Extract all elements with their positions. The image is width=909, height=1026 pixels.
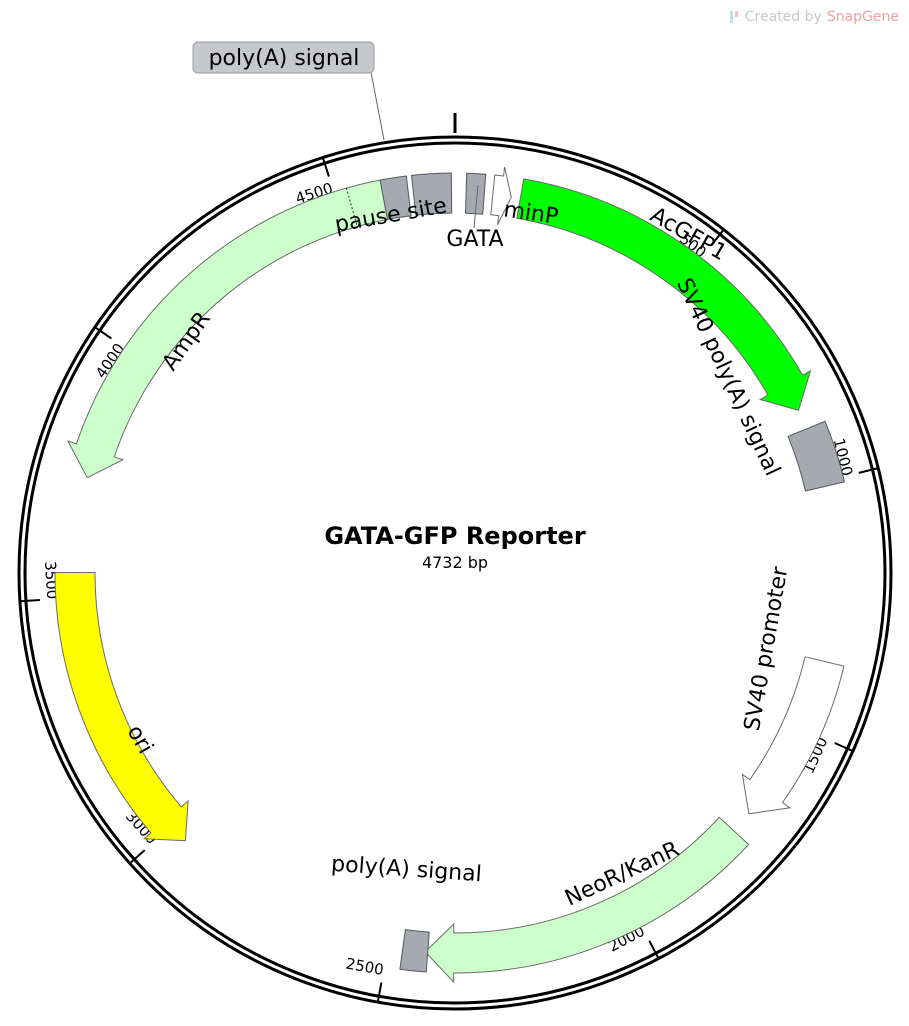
backbone-outer-ring (17, 135, 893, 1011)
tick-1500 (834, 742, 854, 753)
pause-site-box (379, 175, 412, 220)
sv40-promoter-label: SV40 promoter (740, 564, 794, 733)
tick-3000 (129, 849, 146, 865)
ori-arrow (54, 572, 189, 842)
polya-top-label: poly(A) signal (209, 46, 360, 71)
plasmid-size: 4732 bp (422, 553, 488, 572)
features (54, 166, 846, 984)
polya-top-callout (192, 41, 375, 74)
sv40-polya-box (787, 420, 846, 492)
ampr-signal-divider (345, 187, 358, 227)
gata-box (464, 172, 487, 215)
acgfp1-arrow (516, 178, 812, 412)
polya-box-bottom (399, 929, 430, 973)
label-leaders (370, 71, 479, 229)
plasmid-title: GATA-GFP Reporter (324, 522, 586, 550)
tick-1000 (858, 467, 879, 474)
polya-box-top (410, 172, 453, 216)
tick-2500 (376, 982, 383, 1003)
polya-bottom-label: poly(A) signal (330, 852, 482, 887)
tick-4000 (94, 326, 112, 340)
gata-label: GATA (446, 227, 503, 252)
tick-2000 (648, 940, 660, 959)
watermark-prefix: Created by (744, 9, 822, 25)
minp-arrow (490, 166, 512, 225)
watermark-brand: SnapGene (826, 9, 899, 25)
sv40-promoter-arrow (741, 656, 845, 815)
tick-3500 (19, 599, 40, 603)
tick-500 (710, 228, 725, 247)
tick-4500 (321, 157, 330, 177)
snapgene-logo-icon (729, 11, 738, 23)
tick-label-2500: 2500 (344, 954, 385, 978)
backbone-inner-ring (23, 141, 887, 1005)
